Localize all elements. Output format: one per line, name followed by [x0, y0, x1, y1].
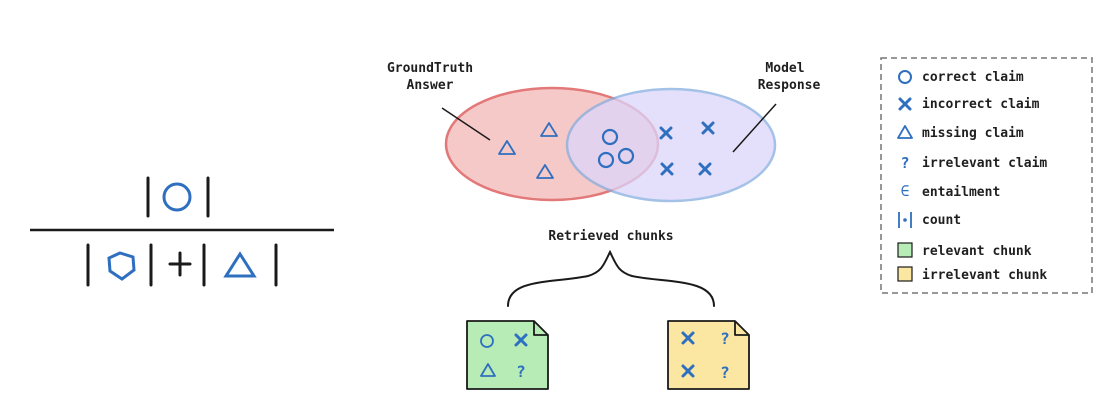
venn-diagram: GroundTruth Answer Model Response	[387, 61, 821, 203]
legend-label-irrelevant-chunk: irrelevant chunk	[922, 268, 1047, 283]
curly-brace	[507, 249, 715, 307]
triangle-icon	[540, 122, 558, 137]
legend-label-relevant-chunk: relevant chunk	[922, 244, 1032, 259]
question-icon: ?	[720, 329, 730, 348]
legend-label-incorrect: incorrect claim	[922, 97, 1040, 112]
triangle-icon	[223, 251, 257, 278]
cross-icon	[701, 121, 715, 135]
relevant-chunk-swatch	[897, 242, 913, 258]
cross-icon	[514, 333, 528, 347]
retrieved-chunks: Retrieved chunks ? ? ?	[466, 229, 750, 390]
doc-body	[667, 320, 750, 390]
cross-icon	[659, 126, 673, 140]
question-icon: ?	[720, 363, 730, 382]
circle-icon	[107, 251, 136, 281]
count-icon	[898, 212, 912, 228]
element-of-icon: ∈	[900, 182, 909, 200]
groundtruth-pointer	[441, 107, 491, 141]
model-pointer	[732, 103, 777, 153]
cross-icon	[660, 162, 674, 176]
circle-icon	[601, 128, 619, 146]
legend-label-correct: correct claim	[922, 70, 1024, 85]
irrelevant-chunk-swatch	[897, 266, 913, 282]
legend-box	[880, 57, 1093, 294]
model-response-ellipse	[565, 87, 777, 203]
relevant-chunk-doc: ?	[466, 320, 549, 390]
question-icon: ?	[900, 154, 909, 172]
model-label-line2: Response	[758, 78, 821, 93]
formula	[30, 176, 334, 287]
cross-icon	[681, 331, 695, 345]
circle-icon	[162, 182, 192, 212]
legend: correct claim incorrect claim missing cl…	[880, 57, 1093, 294]
irrelevant-chunk-doc: ? ?	[667, 320, 750, 390]
model-label-line1: Model	[765, 61, 804, 76]
triangle-icon	[480, 363, 496, 377]
triangle-icon	[498, 140, 516, 155]
legend-label-count: count	[922, 213, 961, 228]
formula-denominator	[86, 243, 278, 287]
legend-label-missing: missing claim	[922, 126, 1024, 141]
circle-icon	[480, 334, 494, 348]
doc-body	[466, 320, 549, 390]
cross-icon	[698, 162, 712, 176]
circle-icon	[597, 151, 615, 169]
doc-fold	[533, 321, 548, 336]
circle-icon	[617, 147, 635, 165]
legend-label-entailment: entailment	[922, 185, 1000, 200]
retrieved-chunks-label: Retrieved chunks	[548, 229, 673, 244]
triangle-icon	[897, 125, 913, 139]
legend-label-irrelevant: irrelevant claim	[922, 156, 1047, 171]
cross-icon	[898, 97, 912, 111]
circle-icon	[898, 70, 912, 84]
doc-fold	[734, 321, 749, 336]
question-icon: ?	[516, 362, 526, 381]
groundtruth-label-line2: Answer	[407, 78, 454, 93]
groundtruth-label-line1: GroundTruth	[387, 61, 473, 76]
triangle-icon	[536, 164, 554, 179]
cross-icon	[681, 364, 695, 378]
formula-numerator	[146, 176, 210, 218]
